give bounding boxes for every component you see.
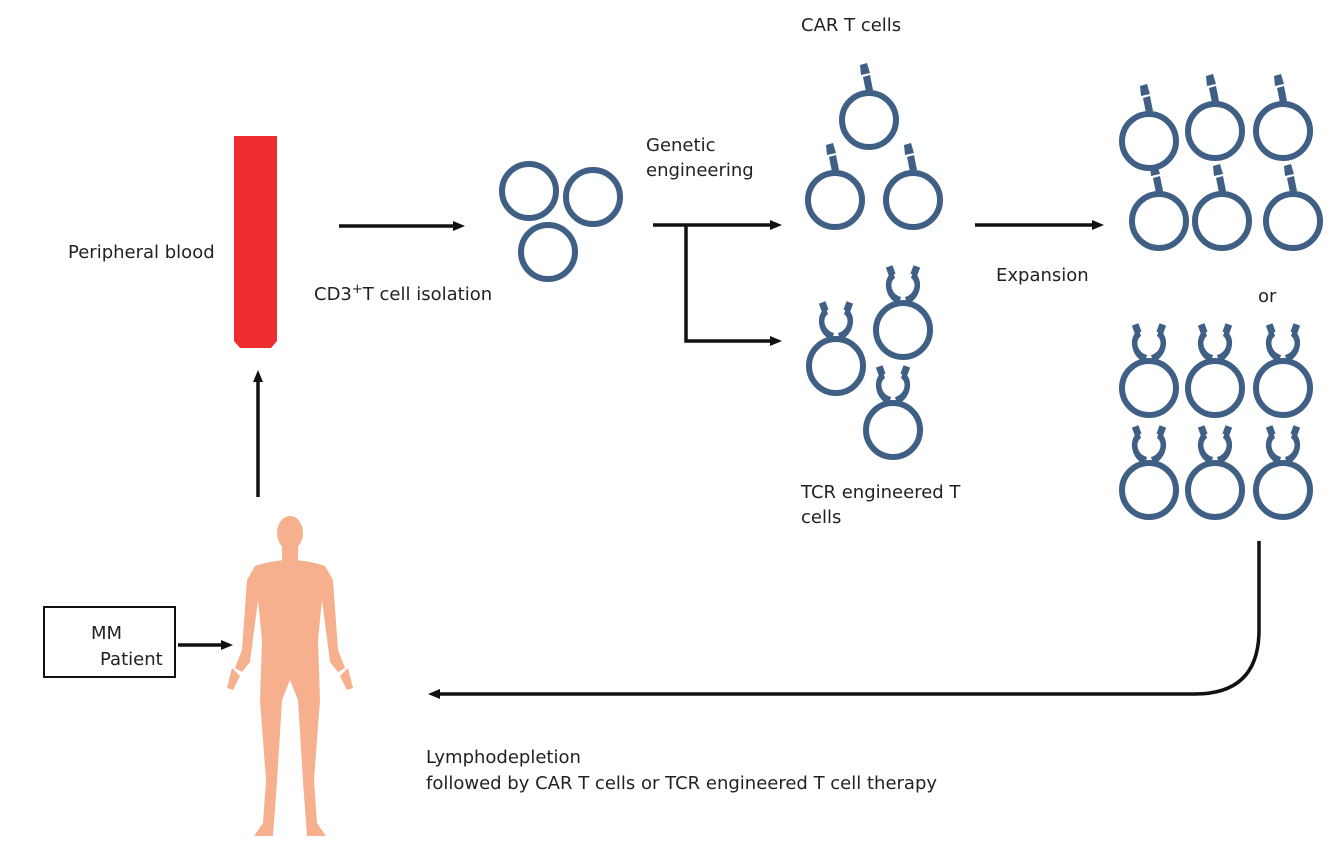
lymphodepletion-line1: Lymphodepletion bbox=[426, 747, 581, 768]
expanded-tcr-cells bbox=[1122, 323, 1310, 517]
cd3-superscript: + bbox=[351, 282, 363, 297]
tcr-label-line2: cells bbox=[801, 507, 842, 528]
expanded-car-cells bbox=[1122, 74, 1320, 248]
cd3-suffix: T cell isolation bbox=[362, 284, 493, 305]
cd3-prefix: CD3 bbox=[314, 284, 352, 305]
car-t-cells-label: CAR T cells bbox=[801, 15, 902, 36]
expansion-label: Expansion bbox=[996, 265, 1089, 286]
cd3-isolation-label: CD3+T cell isolation bbox=[314, 277, 492, 307]
or-label: or bbox=[1258, 286, 1277, 307]
tcr-t-cells-group bbox=[809, 265, 930, 457]
isolated-t-cells bbox=[499, 161, 623, 282]
mm-label: MM bbox=[91, 623, 123, 644]
genetic-label: Genetic bbox=[646, 135, 716, 156]
tcr-label-line1: TCR engineered T bbox=[801, 482, 961, 503]
mm-patient-box bbox=[43, 606, 176, 678]
arrow-to-tcr bbox=[684, 225, 782, 346]
arrow-return-to-patient bbox=[428, 541, 1261, 699]
patient-label: Patient bbox=[100, 649, 163, 670]
human-body-figure bbox=[227, 516, 353, 836]
engineering-label: engineering bbox=[646, 160, 754, 181]
car-t-cells-group bbox=[808, 63, 940, 227]
blood-tube bbox=[234, 136, 277, 348]
peripheral-blood-label: Peripheral blood bbox=[68, 242, 215, 263]
lymphodepletion-line2: followed by CAR T cells or TCR engineere… bbox=[426, 773, 938, 794]
